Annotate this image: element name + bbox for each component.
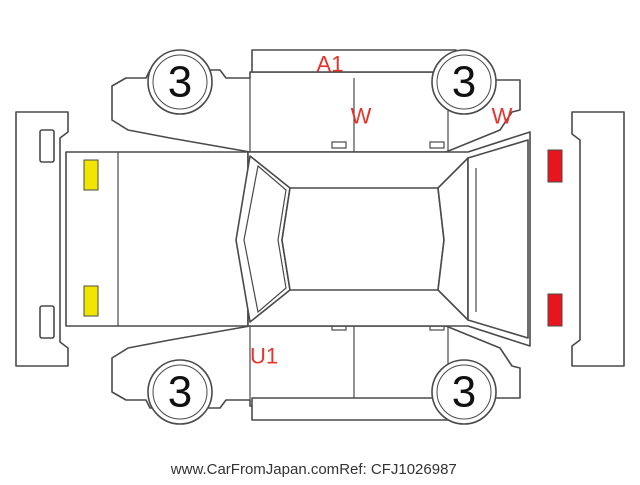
front-left-light [83, 159, 99, 191]
wheel-rear-left: 3 [431, 49, 497, 115]
rear-bumper [571, 111, 625, 367]
wheel-rear-left-number: 3 [452, 58, 476, 107]
wheel-front-right-number: 3 [168, 368, 192, 417]
footer-ref: Ref: CFJ1026987 [339, 461, 457, 478]
front-lights [83, 159, 99, 317]
damage-mark-upper-rear-fender: W [492, 104, 513, 129]
rear-lights [547, 149, 563, 327]
rear-right-light [547, 293, 563, 327]
wheel-front-right: 3 [147, 359, 213, 425]
upper-roof-strip [251, 49, 457, 73]
damage-mark-upper-door: W [351, 104, 372, 129]
wheel-front-left: 3 [147, 49, 213, 115]
footer-site: www.CarFromJapan.com [170, 461, 339, 478]
rear-left-light [547, 149, 563, 183]
wheel-rear-right: 3 [431, 359, 497, 425]
top-view-body [65, 131, 531, 347]
damage-mark-lower-front-door: U1 [250, 344, 278, 369]
wheel-rear-right-number: 3 [452, 368, 476, 417]
lower-roof-strip [251, 397, 457, 421]
front-bumper [15, 111, 69, 367]
wheel-front-left-number: 3 [168, 58, 192, 107]
footer: www.CarFromJapan.com Ref: CFJ1026987 [170, 461, 457, 478]
damage-mark-roof-edge: A1 [317, 52, 344, 77]
front-right-light [83, 285, 99, 317]
